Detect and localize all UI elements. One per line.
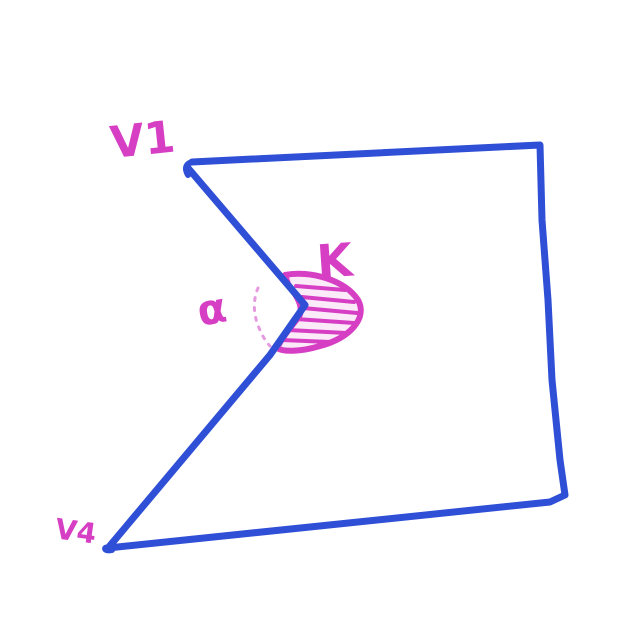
label-v1: V1	[108, 111, 178, 168]
label-k: K	[315, 232, 357, 289]
polygon-vertex-hook-top	[182, 159, 195, 178]
interior-angle-hatching	[280, 284, 359, 344]
polygon-vertex-hook-bottom	[102, 544, 115, 554]
label-v4: V4	[53, 512, 98, 550]
label-alpha: α	[193, 283, 230, 336]
polygon-outline	[104, 141, 569, 552]
exterior-angle-arc	[252, 286, 272, 348]
